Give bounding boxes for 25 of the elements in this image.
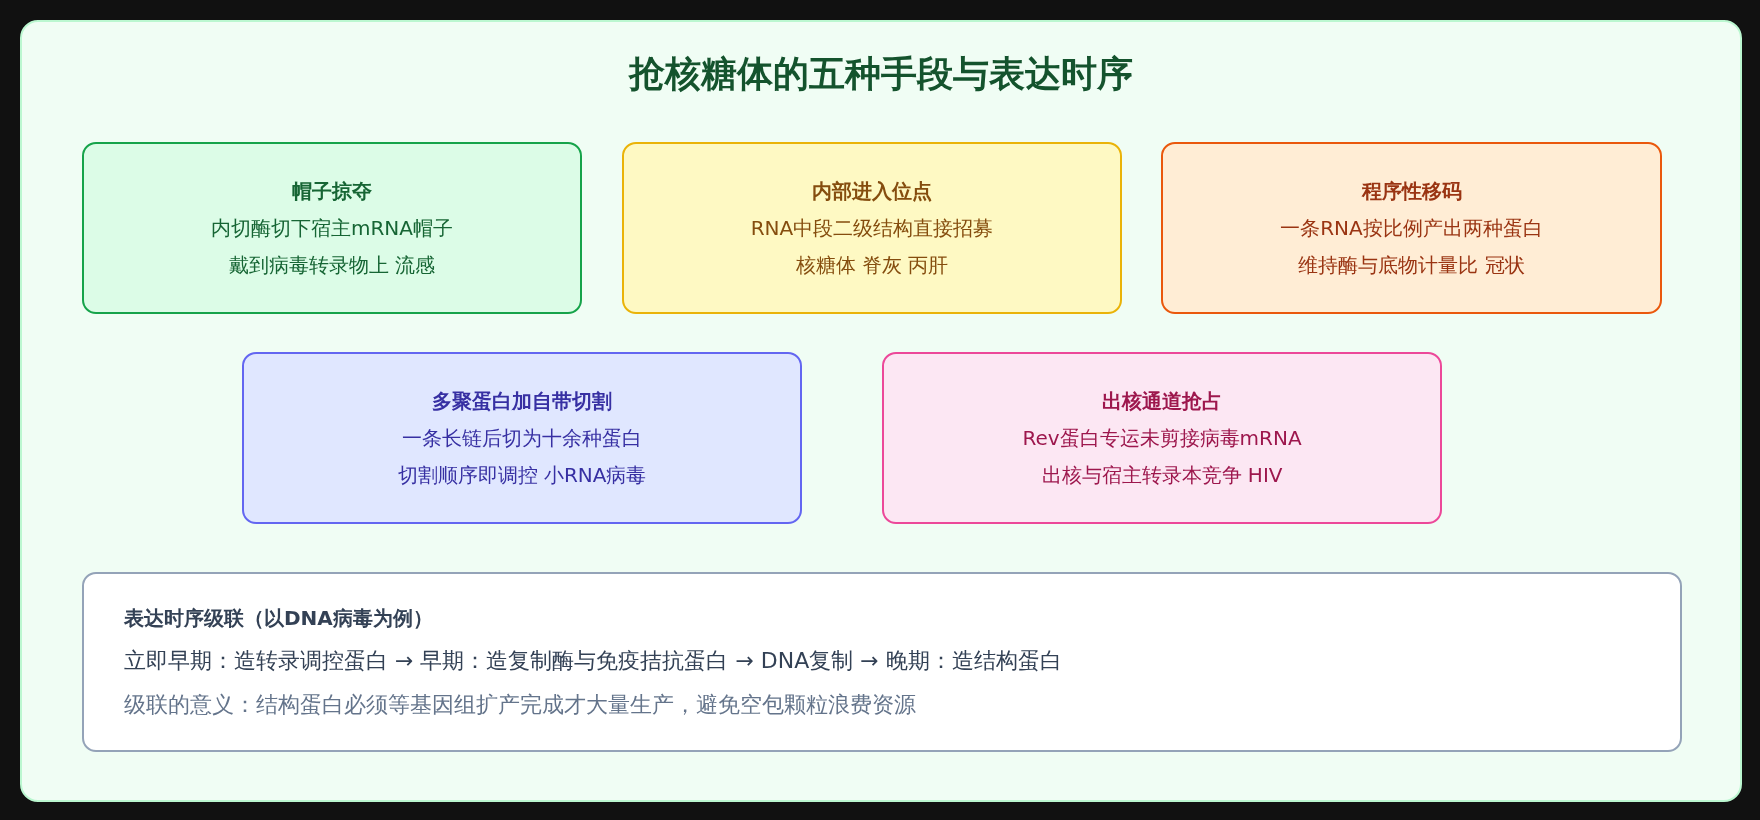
card-text: 戴到病毒转录物上 流感 [227, 251, 437, 279]
card-text: 出核与宿主转录本竞争 HIV [1040, 461, 1284, 489]
card-text: 核糖体 脊灰 丙肝 [794, 251, 950, 279]
card-heading: 多聚蛋白加自带切割 [431, 387, 613, 415]
strategy-card [882, 352, 1442, 524]
card-text: 内切酶切下宿主mRNA帽子 [210, 214, 454, 242]
card-heading: 内部进入位点 [811, 177, 933, 205]
card-text: 切割顺序即调控 小RNA病毒 [396, 461, 648, 489]
card-text: 立即早期：造转录调控蛋白 → 早期：造复制酶与免疫拮抗蛋白 → DNA复制 → 晚期：造结构蛋白 [124, 646, 1063, 675]
card-text: RNA中段二级结构直接招募 [749, 214, 995, 242]
card-text: 维持酶与底物计量比 冠状 [1297, 251, 1526, 279]
card-heading: 表达时序级联（以DNA病毒为例） [124, 604, 434, 632]
card-heading: 程序性移码 [1360, 177, 1463, 205]
strategy-card [622, 142, 1122, 314]
card-heading: 出核通道抢占 [1101, 387, 1223, 415]
card-text: 级联的意义：结构蛋白必须等基因组扩产完成才大量生产，避免空包颗粒浪费资源 [124, 690, 917, 719]
timeline-card [82, 572, 1682, 752]
card-text: Rev蛋白专运未剪接病毒mRNA [1021, 424, 1303, 452]
strategy-card [1161, 142, 1662, 314]
strategy-card [242, 352, 802, 524]
strategy-card [82, 142, 582, 314]
diagram-title: 抢核糖体的五种手段与表达时序 [627, 52, 1134, 96]
card-text: 一条RNA按比例产出两种蛋白 [1279, 214, 1544, 242]
card-heading: 帽子掠夺 [291, 177, 373, 205]
card-text: 一条长链后切为十余种蛋白 [401, 424, 643, 452]
